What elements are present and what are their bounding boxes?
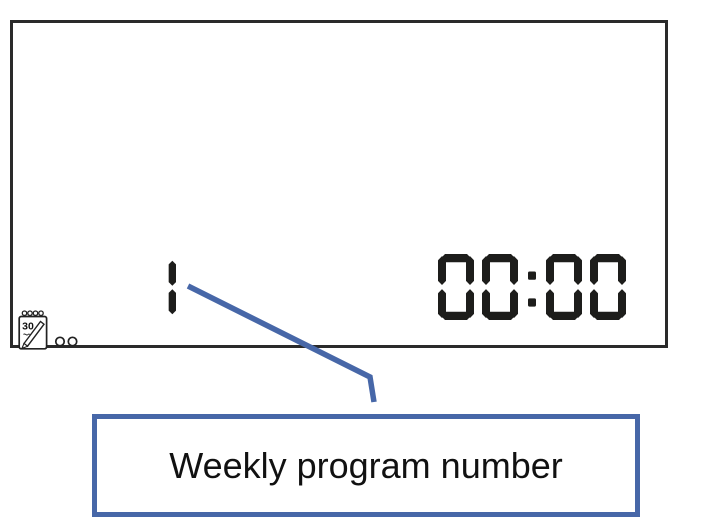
time-display (438, 254, 626, 320)
indicator-dots-icon (54, 336, 78, 347)
lcd-display-frame: 30 (10, 20, 668, 350)
callout-box: Weekly program number (92, 414, 640, 517)
callout-label: Weekly program number (169, 444, 563, 486)
calendar-day-number: 30 (22, 321, 34, 333)
weekly-program-number-digit (168, 260, 176, 315)
calendar-pencil-icon: 30 (18, 310, 48, 350)
pencil-glyph (20, 320, 45, 350)
